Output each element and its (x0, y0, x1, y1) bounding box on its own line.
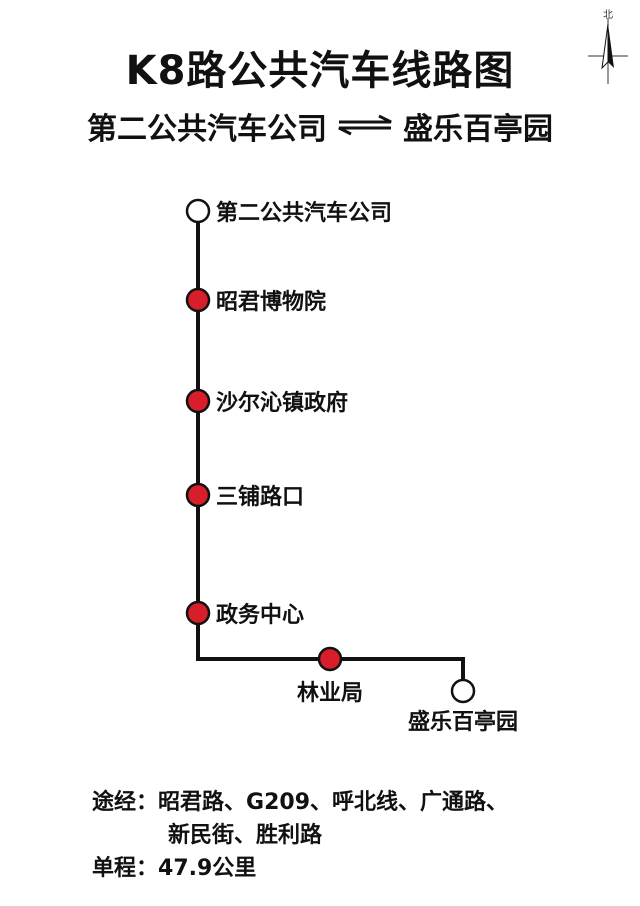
stop[interactable]: 林业局 (297, 646, 363, 706)
stop-marker (185, 388, 211, 414)
stop-label: 第二公共汽车公司 (216, 200, 392, 226)
terminal-stop-marker (450, 678, 476, 704)
via-label: 途经： (92, 790, 159, 815)
origin-label: 第二公共汽车公司 (87, 112, 327, 147)
via-row-continued: 新民街、胜利路 (92, 819, 508, 852)
stop[interactable]: 盛乐百亭园 (408, 678, 518, 735)
stop[interactable]: 政务中心 (185, 600, 304, 628)
stop[interactable]: 沙尔沁镇政府 (185, 388, 348, 416)
stop-label: 三铺路口 (216, 484, 304, 510)
distance-label: 单程： (92, 856, 159, 881)
stop-label: 昭君博物院 (216, 289, 326, 315)
stop-marker (185, 600, 211, 626)
stop[interactable]: 昭君博物院 (185, 287, 326, 315)
stop-marker (185, 482, 211, 508)
distance-value: 47.9公里 (158, 856, 257, 881)
bidirectional-arrows-icon (337, 109, 393, 144)
stop-marker (185, 287, 211, 313)
stop[interactable]: 第二公共汽车公司 (185, 198, 392, 226)
stop-label: 沙尔沁镇政府 (216, 390, 348, 416)
destination-label: 盛乐百亭园 (403, 112, 553, 147)
stop-label: 政务中心 (216, 602, 304, 628)
via-roads: 昭君路、G209、呼北线、广通路、 (158, 790, 508, 815)
distance-row: 单程：47.9公里 (92, 852, 508, 885)
route-endpoints: 第二公共汽车公司 盛乐百亭园 (60, 104, 580, 148)
via-roads-continued: 新民街、胜利路 (168, 823, 323, 848)
north-label: 北 (603, 10, 613, 21)
stop-label: 盛乐百亭园 (408, 709, 518, 735)
via-row: 途经：昭君路、G209、呼北线、广通路、 (92, 786, 508, 819)
stop-marker (317, 646, 343, 672)
route-info: 途经：昭君路、G209、呼北线、广通路、 新民街、胜利路 单程：47.9公里 (92, 786, 508, 885)
stop[interactable]: 三铺路口 (185, 482, 304, 510)
terminal-stop-marker (185, 198, 211, 224)
stop-label: 林业局 (297, 681, 363, 706)
map-title: K8路公共汽车线路图 (125, 48, 515, 94)
